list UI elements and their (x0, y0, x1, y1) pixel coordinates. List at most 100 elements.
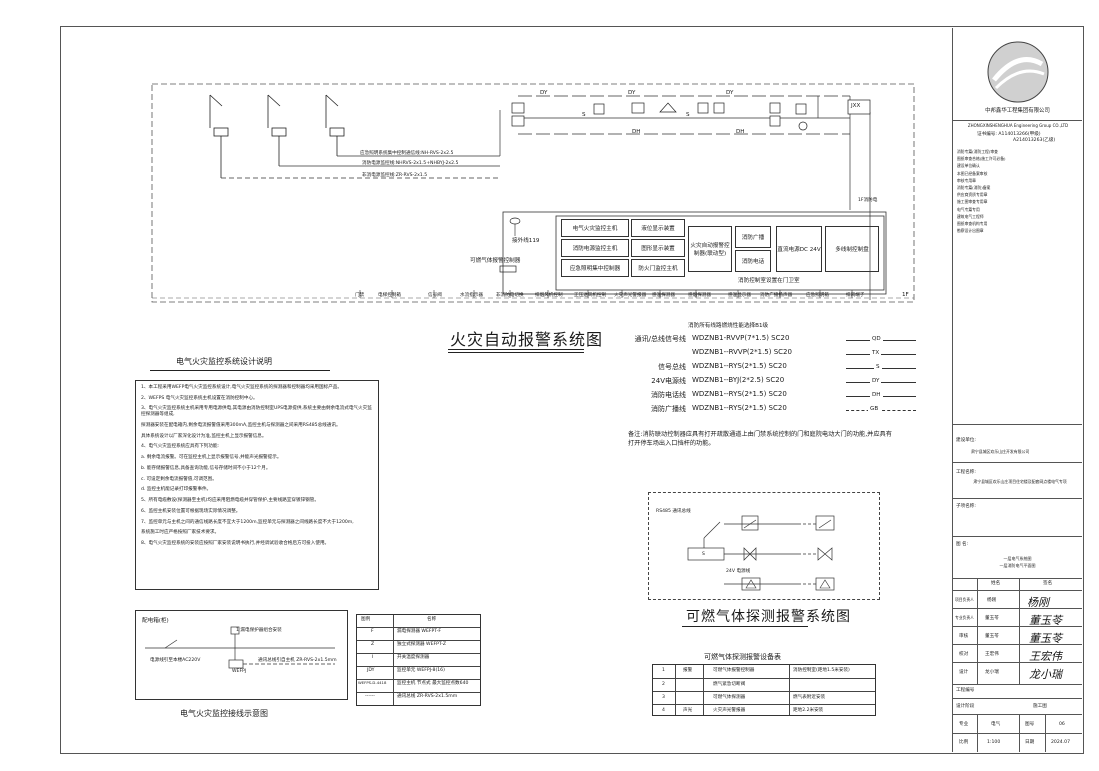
sig-h-sign: 签名 (1043, 581, 1053, 586)
cable-code: DH (870, 392, 883, 398)
design-note: 3、电气火灾监控系统主机采用专用电源供电,其电源由消防控制室UPS电源提供,系统… (141, 406, 372, 418)
bus-label-s: S (582, 112, 586, 118)
design-note: d. 监控主机能记录打印报警事件。 (141, 487, 212, 493)
legend-speaker: 消防广播扬声器 (760, 293, 793, 298)
design-note: 4、电气火灾监控系统应具有下列功能: (141, 444, 219, 450)
sig-h-name: 姓名 (991, 581, 1001, 586)
cable-label: 信号总线 (658, 363, 686, 371)
design-notes-box: 1、本工程采用WEFP电气火灾监控系统设计,电气火灾监控系统的探测器和控制器均采… (135, 380, 379, 590)
wiring-dev: WEFPJ (232, 669, 247, 674)
ctrl-item-level: 液位显示装置 (631, 219, 685, 237)
wiring-lines (145, 626, 335, 669)
cable-line (846, 410, 916, 411)
legend-door: 门禁 (355, 293, 365, 298)
legend-row: ------ 通讯总线 ZR-RVS-2x1.5mm (357, 692, 480, 701)
gas-table: 1 报警 可燃气体报警控制器 消防控制室(距地1.5米安装) 2 燃气紧急切断阀… (652, 664, 876, 716)
cable-code: GB (868, 406, 881, 412)
dy-dh-bus (518, 95, 871, 210)
role-design: 设计 (959, 670, 969, 675)
tb-rule (953, 733, 1082, 734)
legend-pressure-fan: 正压送风机控制 (574, 293, 607, 298)
gas-row: 1 报警 可燃气体报警控制器 消防控制室(距地1.5米安装) (662, 668, 850, 673)
design-note: 具体系统设计以厂家深化设计为准,监控主机上显示报警信息。 (141, 433, 267, 439)
legend-smoke: 感烟探测器 (688, 293, 711, 298)
gas-table-col3 (789, 665, 790, 715)
legend-elevator: 电梯控制箱 (378, 293, 401, 298)
legend-nonfire-cut: 非消防电切换 (496, 293, 524, 298)
legend-exhaust: 排风端子 (846, 293, 865, 298)
cable-spec: WDZNB1--RYS(2*1.5) SC20 (692, 390, 787, 398)
design-title-underline (150, 370, 330, 371)
name-pm: 杨刚 (987, 598, 997, 603)
project-no-label: 工程编号 (956, 688, 975, 693)
role-review: 审核 (959, 634, 969, 639)
terminal-drops (359, 290, 853, 298)
tb-rule (953, 578, 1082, 579)
left-branches (209, 94, 345, 178)
legend-heat: 感温探测器 (652, 293, 675, 298)
gas-table-col2 (703, 665, 704, 715)
bus-label-dy-3: DY (726, 90, 734, 96)
cable-label: 消防广播线 (651, 405, 686, 413)
scale-label: 比例 (959, 740, 969, 745)
tb-rule (953, 498, 1082, 499)
gas-rs485: RS485 通讯总线 (656, 509, 691, 514)
control-room-inner (555, 215, 885, 291)
cable-spec: WDZNB1--RYS(2*1.5) SC20 (692, 404, 787, 412)
cable-table: 通讯/总线信号线 WDZNB1-RVVP(7*1.5) SC20 QD WDZN… (620, 334, 920, 424)
cable-label: 通讯/总线信号线 (634, 335, 686, 343)
legend-emergency-box: 应急照明箱 (806, 293, 829, 298)
tb-rule (953, 684, 1082, 685)
client-name: 肃宁县城区欢乐山庄开发有限公司 (971, 449, 1030, 454)
feeder-label-fire: 消防电源监控线:NHRVS-2x1.5+NHBYJ-2x2.5 (362, 161, 459, 166)
main-title: 火灾自动报警系统图 (450, 330, 604, 349)
drawing-no-label: 图号 (1025, 722, 1035, 727)
sheet-top-rule (60, 26, 1084, 27)
multi-line-panel: 多线制控制盘 (825, 226, 879, 272)
legend-divider (393, 615, 394, 705)
cable-spec: WDZNB1--BYJ(2*2.5) SC20 (692, 376, 785, 384)
legend-flow: 水流指示器 (460, 293, 483, 298)
system-boundary (151, 83, 915, 303)
legend-row: Z 独立式探测器 WEFPT-Z (357, 640, 480, 649)
dc-power-unit: 直流电源DC 24V (776, 226, 822, 272)
main-title-underline (448, 349, 584, 353)
bus-label-dh: DH (632, 129, 641, 135)
legend-row: WEFPS-D-4418 监控主机 节点式 最大监控点数640 (357, 679, 480, 688)
legend-alarm: 火灾声光警报器 (614, 293, 647, 298)
wiring-diagram-box (135, 610, 348, 700)
drawing-name-2: 一层消防电气平面图 (999, 563, 1036, 568)
name-review: 董玉苓 (985, 634, 999, 639)
ctrl-item-electric: 电气火灾监控主机 (561, 219, 629, 237)
design-note: 2、WEFPS 电气火灾监控系统主机设置在消防控制中心。 (141, 395, 258, 401)
gas-s: S (702, 552, 705, 557)
wiring-bus: 通讯总线引自主机 ZR-RVS-2x1.5mm (258, 658, 337, 663)
cable-spec: WDZNB1--RVVP(2*1.5) SC20 (692, 348, 792, 356)
legend-table: 图例 名称 F 漏电探测器 WEFPT-F Z 独立式探测器 WEFPT-Z I… (356, 614, 481, 706)
design-note: a. 剩余电流报警。可在监控主机上显示报警信号,并能声光报警提示。 (141, 455, 282, 461)
ctrl-item-graphic: 图形显示装置 (631, 239, 685, 257)
riser-label: 1F消防电 (858, 198, 878, 203)
control-room-caption: 消防控制室设置在门卫室 (738, 278, 800, 284)
gas-row: 2 燃气紧急切断阀 (653, 678, 875, 691)
spec-label: 专业 (959, 722, 969, 727)
project-name: 肃宁县城区欢乐山庄项目住宅楼及配套网点楼电气专项 (973, 479, 1067, 484)
design-note: 8、电气火灾监控系统的安装应按照厂家安装说明书执行,并经调试验收合格后方可投入使… (141, 541, 330, 547)
floor-label-1f: 1F (902, 292, 909, 298)
tb-rule (953, 698, 1082, 699)
cable-code: TX (870, 350, 882, 356)
wiring-title: 电气火灾监控接线示意图 (180, 709, 268, 718)
phone-unit: 消防电话 (735, 250, 771, 272)
role-pm: 项目负责人 (955, 597, 974, 602)
wiring-legend: 配电箱(柜) (142, 618, 169, 624)
cert-no-2: A214013263(乙级) (1013, 138, 1056, 143)
sign-pm: 杨刚 (1027, 596, 1049, 609)
legend-row: F 漏电探测器 WEFPT-F (357, 627, 480, 636)
date-label: 日期 (1025, 740, 1035, 745)
feeder-label-nh: 应急照明系统集中控制通信线:NH-RVS-2x2.5 (360, 151, 454, 156)
legend-row: I 开关温度探测器 (357, 653, 480, 662)
design-note: b. 能存储报警信息,具备查询功能,信号存储时间不小于12个月。 (141, 465, 271, 471)
cable-code: QD (870, 336, 883, 342)
gas-diagram-box (648, 492, 880, 600)
legend-smoke-fan: 排烟风机控制 (535, 293, 563, 298)
